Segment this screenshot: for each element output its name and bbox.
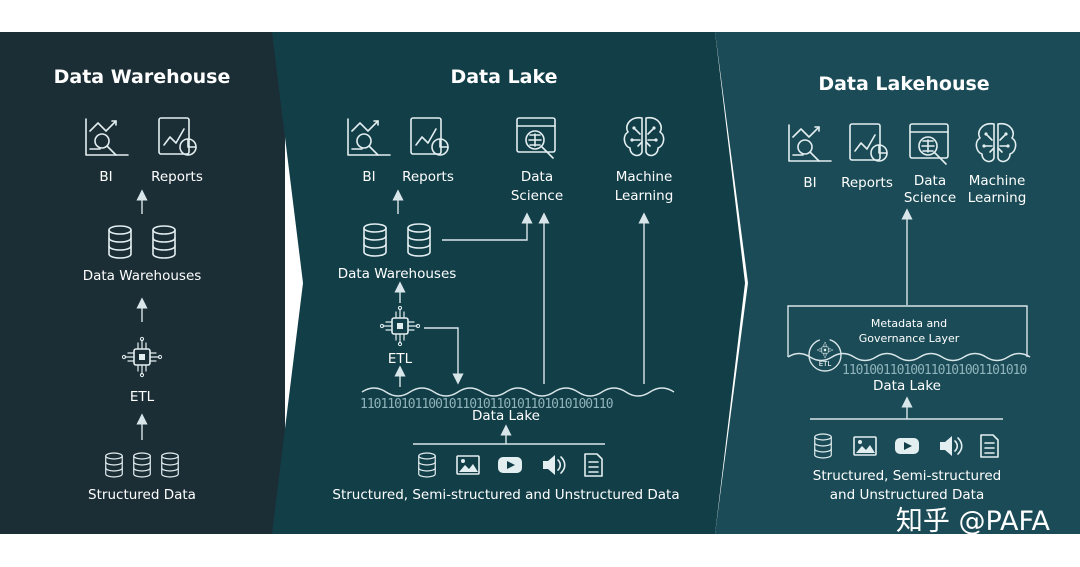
source-label: Structured, Semi-structured and Unstruct… (332, 487, 679, 503)
watermark-text: 知乎 @PAFA (896, 506, 1051, 537)
panel-title: Data Lake (450, 66, 557, 88)
etl-label: ETL (130, 389, 155, 405)
ml-label-line2: Learning (615, 188, 674, 204)
panel-data-lake: Data Lake BI Reports Data Science Machin… (332, 66, 679, 503)
arrow-warehouses-to-data-science (442, 212, 533, 241)
panel-data-lakehouse: Data Lakehouse BI Reports Data Science M… (787, 73, 1031, 503)
panel-background-lake (272, 32, 745, 534)
lake-wave-line (361, 387, 675, 397)
panel-background-warehouse (0, 32, 285, 534)
arrow-etl-to-lake (424, 327, 464, 385)
data-science-label-line2: Science (904, 190, 956, 206)
video-icon (498, 457, 522, 473)
source-label-line2: and Unstructured Data (830, 487, 985, 503)
reports-label: Reports (402, 169, 454, 185)
reports-label: Reports (841, 175, 893, 191)
lake-wave-line (787, 352, 1031, 362)
bi-label: BI (362, 169, 375, 185)
bi-label: BI (803, 175, 816, 191)
ml-label-line1: Machine (616, 169, 673, 185)
lake-label: Data Lake (472, 408, 540, 424)
panel-data-warehouse: Data Warehouse BI Reports Data Warehouse… (54, 66, 231, 503)
warehouses-label: Data Warehouses (83, 268, 202, 284)
data-science-label-line1: Data (914, 173, 946, 189)
bi-label: BI (99, 169, 112, 185)
etl-cycle-ring (808, 338, 842, 372)
panel-background-lakehouse (715, 32, 1080, 534)
etl-label: ETL (388, 351, 413, 367)
metadata-governance-box (787, 305, 1028, 357)
source-label: Structured Data (88, 487, 196, 503)
panel-title: Data Lakehouse (818, 73, 989, 95)
data-science-label-line1: Data (521, 169, 553, 185)
source-label-line1: Structured, Semi-structured (813, 468, 1001, 484)
lake-label: Data Lake (873, 378, 941, 394)
lake-binary-text: 110100110100110101001101010 (842, 363, 1026, 378)
video-icon (895, 438, 919, 454)
lake-binary-text: 1101101011001011010110101101010100110 (360, 397, 613, 412)
etl-label: ETL (819, 360, 832, 368)
reports-label: Reports (151, 169, 203, 185)
metadata-label-line2: Governance Layer (859, 332, 960, 345)
ml-label-line2: Learning (968, 190, 1027, 206)
warehouses-label: Data Warehouses (338, 266, 457, 282)
panel-title: Data Warehouse (54, 66, 231, 88)
ml-label-line1: Machine (969, 173, 1026, 189)
data-science-label-line2: Science (511, 188, 563, 204)
metadata-label-line1: Metadata and (871, 317, 947, 330)
